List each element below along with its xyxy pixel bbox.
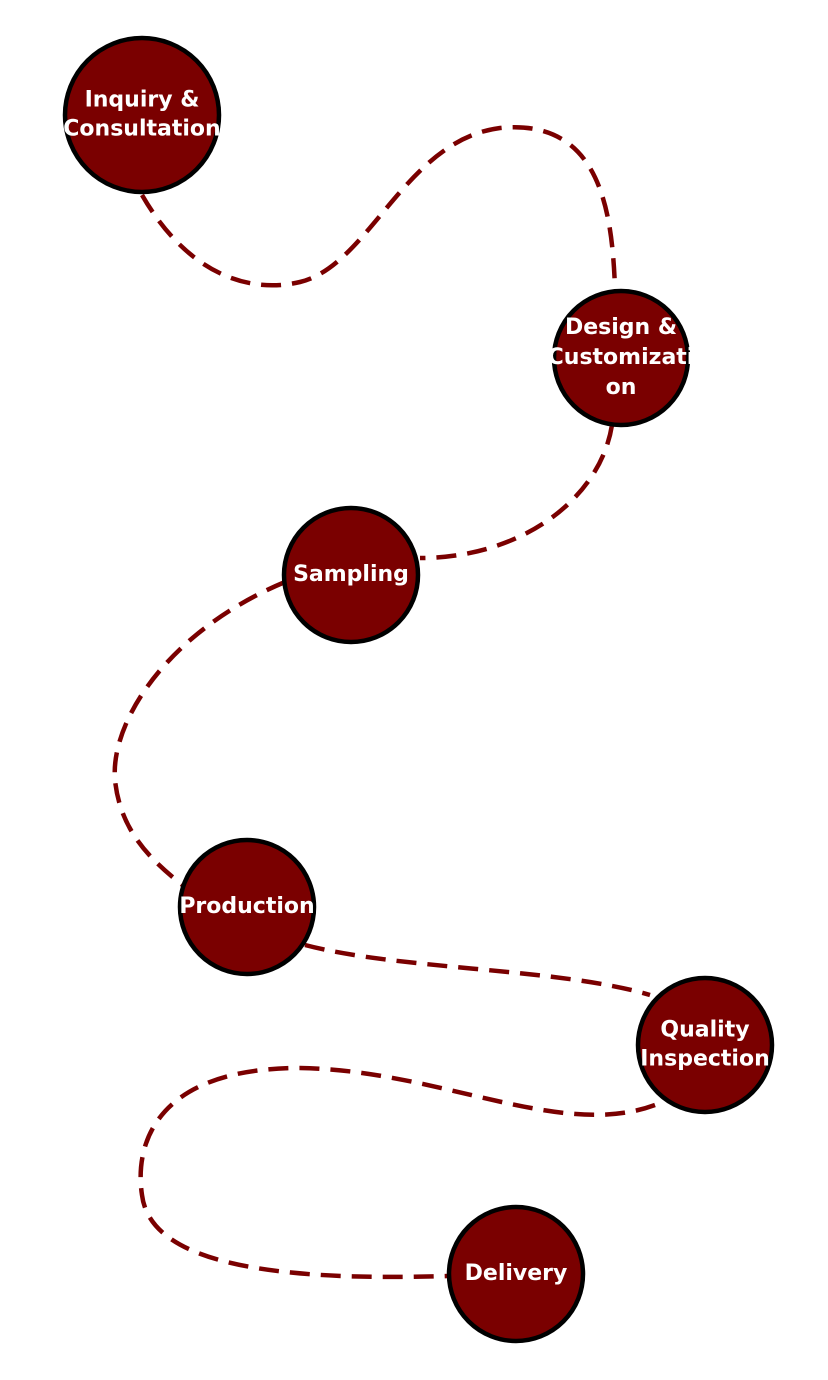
step-sampling: Sampling (281, 505, 421, 645)
step-circle (446, 1204, 586, 1344)
step-circle (281, 505, 421, 645)
step-label-line: Production (179, 894, 314, 919)
step-circle (177, 837, 317, 977)
connector-design-to-sampling (419, 424, 615, 561)
step-label: Design & Customizati on (548, 315, 695, 400)
connector-quality-to-delivery (138, 1065, 656, 1280)
step-label-line: Inspection (640, 1047, 770, 1072)
step-label-line: Customizati (548, 345, 695, 370)
step-label-line: Consultation (63, 117, 220, 142)
step-label: Production (179, 894, 314, 919)
step-label-line: Inquiry & (85, 88, 200, 113)
step-circle (62, 35, 222, 195)
step-label: Sampling (293, 562, 409, 587)
step-delivery: Delivery (446, 1204, 586, 1344)
connector-inquiry-to-design (140, 125, 618, 289)
step-label: Inquiry & Consultation (63, 88, 220, 142)
connector-production-to-quality (304, 942, 651, 998)
step-circle (635, 975, 775, 1115)
connectors (112, 125, 656, 1280)
step-label-line: Delivery (465, 1261, 568, 1286)
process-steps: Inquiry & Consultation Design & Customizat… (62, 35, 775, 1344)
step-design: Design & Customizati on (548, 288, 695, 428)
step-label-line: Quality (660, 1018, 749, 1043)
step-label: Delivery (465, 1261, 568, 1286)
step-inquiry: Inquiry & Consultation (62, 35, 222, 195)
connector-sampling-to-production (112, 579, 286, 889)
step-label-line: Design & (565, 315, 677, 340)
step-circle (551, 288, 691, 428)
step-label-line: Sampling (293, 562, 409, 587)
step-label-line: on (606, 375, 637, 400)
step-production: Production (177, 837, 317, 977)
